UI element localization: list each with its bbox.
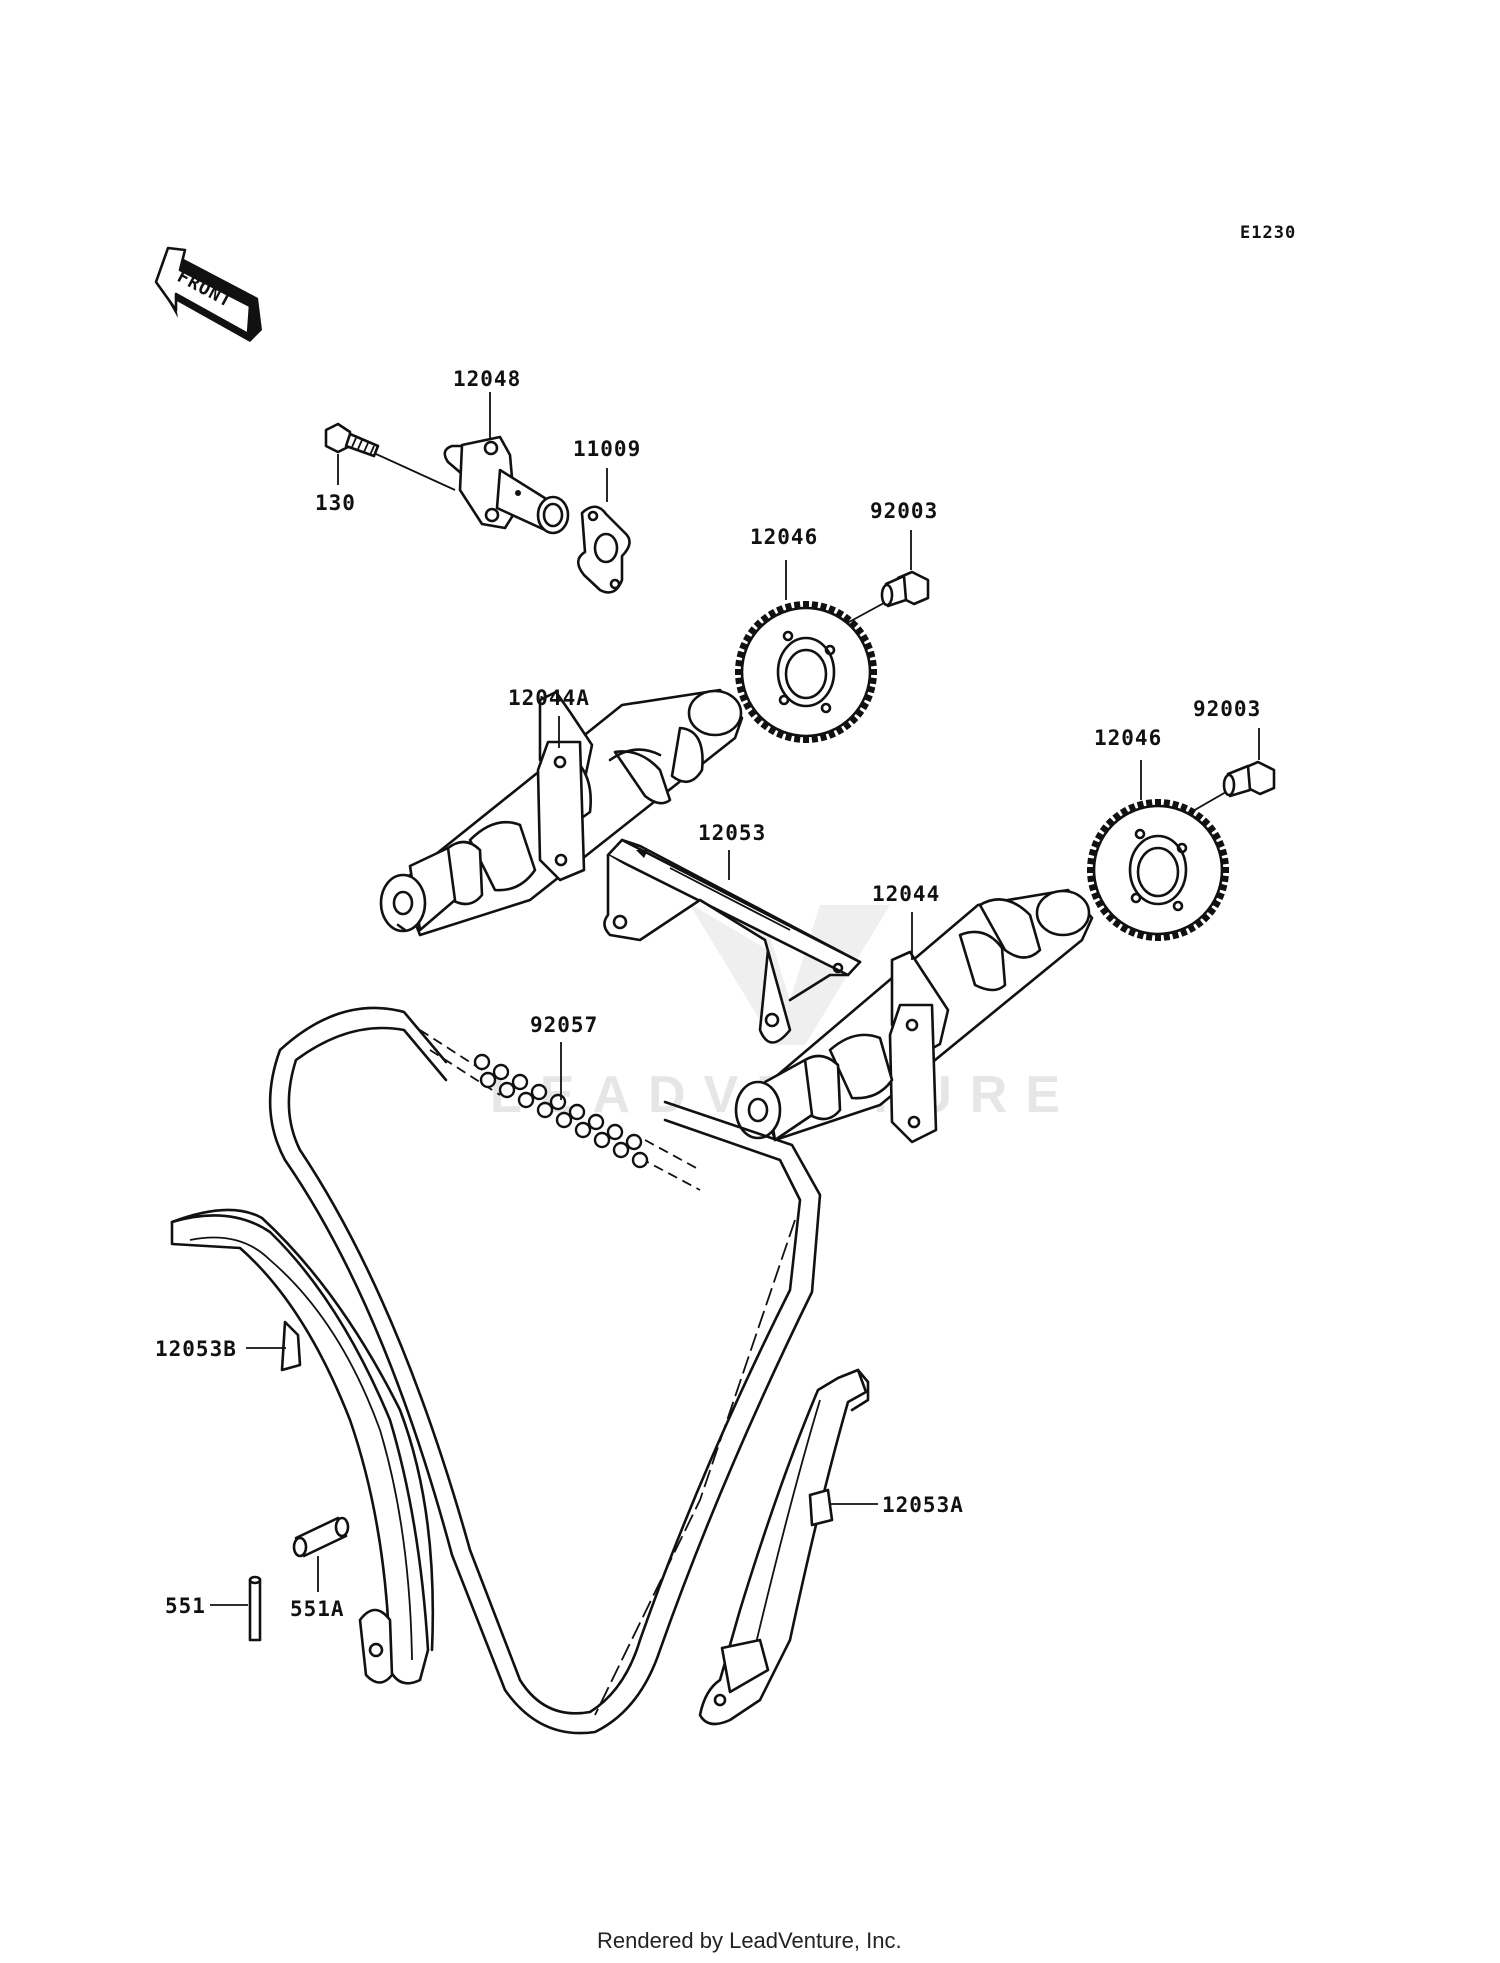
label-130: 130 [315,491,356,515]
chain-link [568,1103,586,1121]
diagram-code: E1230 [1240,223,1296,243]
gasket-11009 [576,505,631,594]
chain-links [473,1053,649,1169]
label-92003-b: 92003 [1193,697,1261,721]
label-12044a: 12044A [508,686,590,710]
chain-guide-12053a [698,1368,870,1726]
pin-551a [292,1516,350,1558]
label-12053: 12053 [698,821,766,845]
cam-chain-92057 [268,1006,822,1735]
chain-link [555,1111,573,1129]
label-92057: 92057 [530,1013,598,1037]
label-12053b: 12053B [155,1337,237,1361]
chain-link [492,1063,510,1081]
label-12048: 12048 [453,367,521,391]
chain-link [631,1151,649,1169]
label-12044: 12044 [872,882,940,906]
chain-link [593,1131,611,1149]
bolt-130 [324,422,380,458]
label-11009: 11009 [573,437,641,461]
label-12046-b: 12046 [1094,726,1162,750]
chain-link [625,1133,643,1151]
chain-link [530,1083,548,1101]
chain-link [517,1091,535,1109]
front-arrow-icon: FRONT [154,246,262,342]
bolt-92003-b [1222,760,1276,798]
label-12046-a: 12046 [750,525,818,549]
chain-link [612,1141,630,1159]
cam-chain-tensioner-12048 [443,435,570,535]
sprocket-tooth [803,601,809,610]
sprocket-tooth [1155,932,1161,941]
bolt-92003-a [880,570,930,608]
chain-link [536,1101,554,1119]
chain-link [574,1121,592,1139]
chain-link [473,1053,491,1071]
camshaft-12044a [379,688,744,937]
leader-130 [375,453,456,491]
chain-guide-12053 [603,838,862,1044]
part-labels: 12048 130 11009 92003 12046 12044A 92003… [155,367,1261,1621]
chain-link [587,1113,605,1131]
chain-guide-12053b [170,1208,435,1685]
label-92003-a: 92003 [870,499,938,523]
footer-credit: Rendered by LeadVenture, Inc. [597,1928,902,1953]
pin-551 [248,1575,262,1642]
label-551a: 551A [290,1597,345,1621]
camshaft-sprocket-12046-a [735,601,877,743]
label-12053a: 12053A [882,1493,964,1517]
chain-link [549,1093,567,1111]
camshaft-sprocket-12046-b [1087,799,1229,941]
label-551: 551 [165,1594,206,1618]
camshaft-12044 [734,888,1094,1144]
chain-link [498,1081,516,1099]
chain-link [511,1073,529,1091]
chain-link [606,1123,624,1141]
sprocket-tooth [803,734,809,743]
chain-link [479,1071,497,1089]
sprocket-tooth [1155,799,1161,808]
